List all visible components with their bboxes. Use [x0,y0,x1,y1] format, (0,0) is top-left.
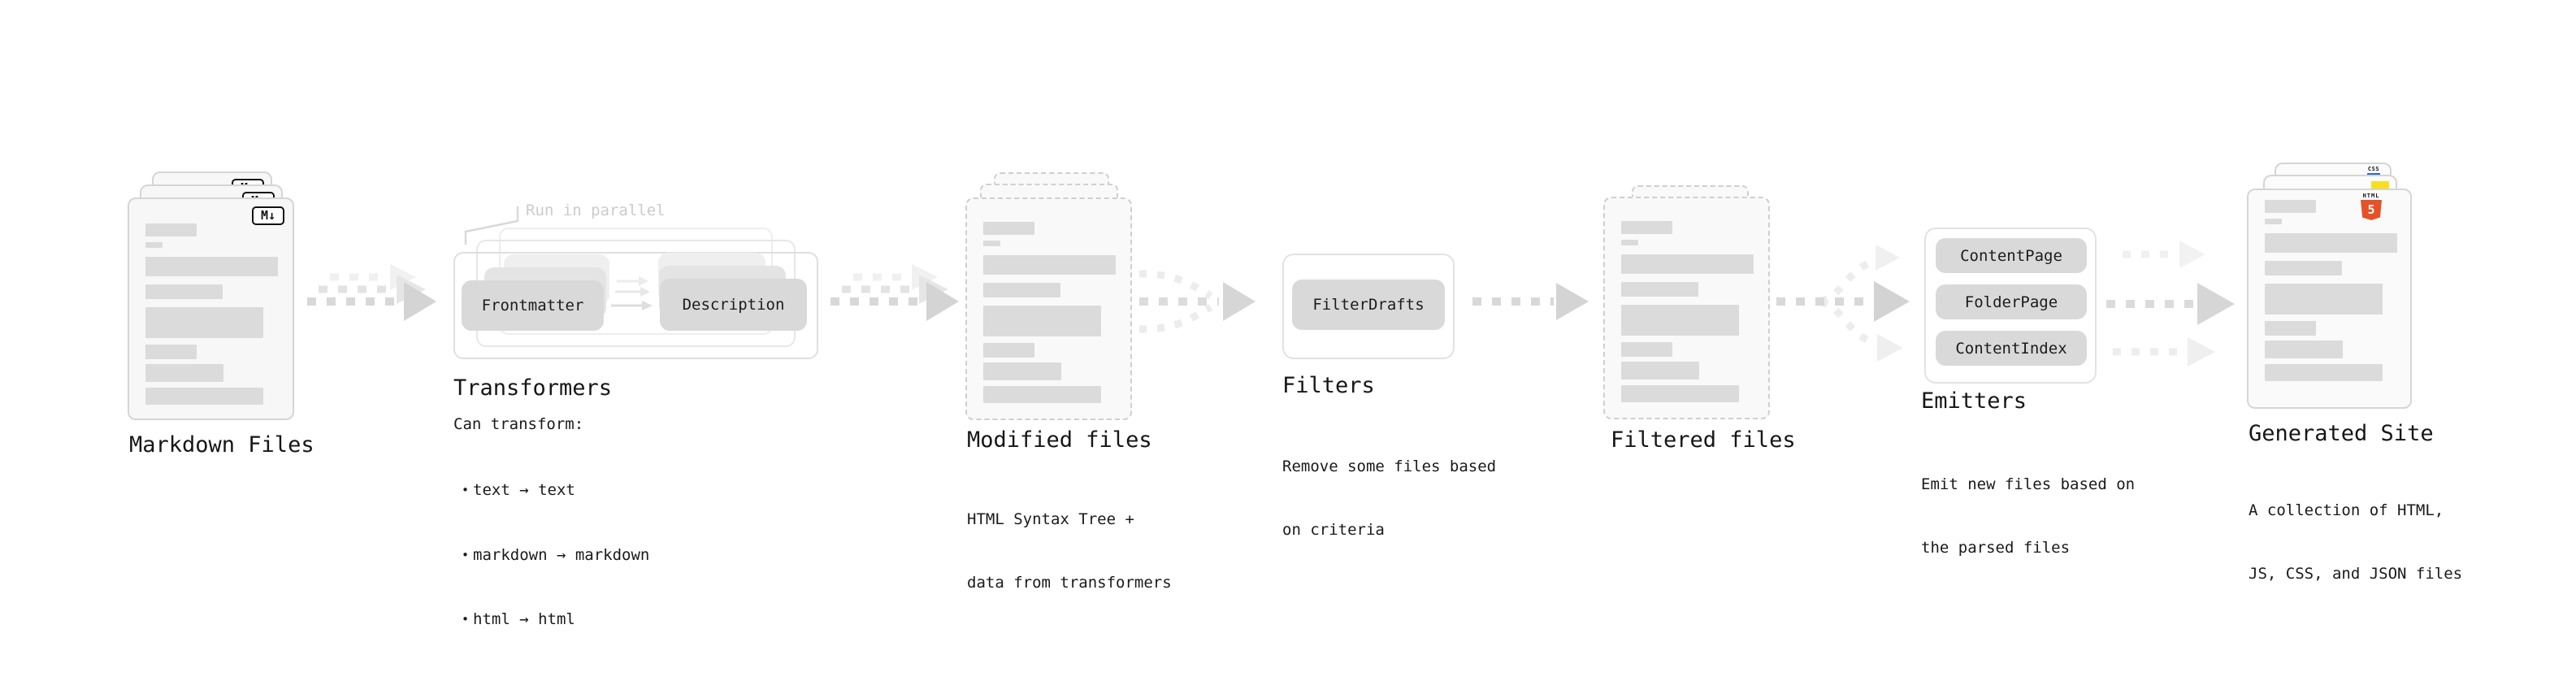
modified-files-desc-line2: data from transformers [967,574,1172,592]
generated-site-desc: A collection of HTML, JS, CSS, and JSON … [2249,458,2462,627]
contentpage-chip: ContentPage [1936,238,2087,273]
placeholder-text-bars [983,222,1116,403]
arrow-modified-to-filters [1138,270,1255,333]
placeholder-text-bars [1621,221,1754,402]
emitters-desc-line2: the parsed files [1921,539,2071,557]
transformer-bullet: markdown → markdown [462,544,649,566]
parallel-note-leader-line [464,206,519,245]
modified-files-desc-line1: HTML Syntax Tree + [967,510,1134,528]
emitter-chip-stack: ContentPage FolderPage ContentIndex [1936,238,2087,366]
transformers-heading: Transformers [453,375,613,401]
filtered-files-label: Filtered files [1611,427,1796,453]
generated-site-label: Generated Site [2249,421,2434,446]
html5-icon: HTML 5 [2359,193,2383,220]
arrow-filtered-to-emitters [1776,245,1910,362]
description-chip: Description [660,279,807,331]
transformers-desc-intro: Can transform: [453,415,584,433]
emitters-desc-line1: Emit new files based on [1921,475,2136,493]
modified-file-card [965,197,1132,420]
contentindex-chip: ContentIndex [1936,331,2087,366]
css-badge-word: CSS [2367,166,2380,172]
placeholder-text-bars [145,223,278,405]
filters-desc-line1: Remove some files based [1282,458,1497,475]
filters-desc: Remove some files based on criteria [1282,414,1496,583]
arrow-filters-to-filtered [1472,283,1589,320]
modified-files-label: Modified files [967,427,1152,453]
arrow-markdown-to-transformers [307,264,436,321]
modified-files-desc: HTML Syntax Tree + data from transformer… [967,466,1172,635]
generated-site-card-front: HTML 5 [2247,189,2412,409]
markdown-file-card-front: M↓ [128,197,294,420]
html5-badge-word: HTML [2362,193,2380,199]
transformer-box-front [453,252,818,359]
filterdrafts-chip: FilterDrafts [1292,280,1445,330]
placeholder-text-bars [2265,200,2397,381]
markdown-icon: M↓ [252,206,284,225]
html5-badge-number: 5 [2361,200,2382,220]
arrow-frontmatter-to-description [611,276,653,310]
arrow-emitters-to-generated [2106,241,2235,367]
filters-heading: Filters [1282,373,1375,398]
filtered-file-card [1603,197,1770,419]
filters-desc-line2: on criteria [1282,521,1385,539]
transformer-bullet: text → text [462,479,649,501]
markdown-files-label: Markdown Files [129,432,314,458]
emitters-desc: Emit new files based on the parsed files [1921,432,2135,601]
transformers-bullet-list: text → text markdown → markdown html → h… [462,436,649,674]
generated-site-desc-line2: JS, CSS, and JSON files [2249,565,2463,583]
folderpage-chip: FolderPage [1936,284,2087,319]
generated-site-desc-line1: A collection of HTML, [2249,501,2444,519]
parallel-note: Run in parallel [526,202,666,219]
transformer-bullet: html → html [462,609,649,631]
frontmatter-chip: Frontmatter [462,280,604,331]
arrow-transformers-to-modified [830,264,959,321]
emitters-heading: Emitters [1921,388,2027,414]
js-badge-icon [2371,181,2389,189]
